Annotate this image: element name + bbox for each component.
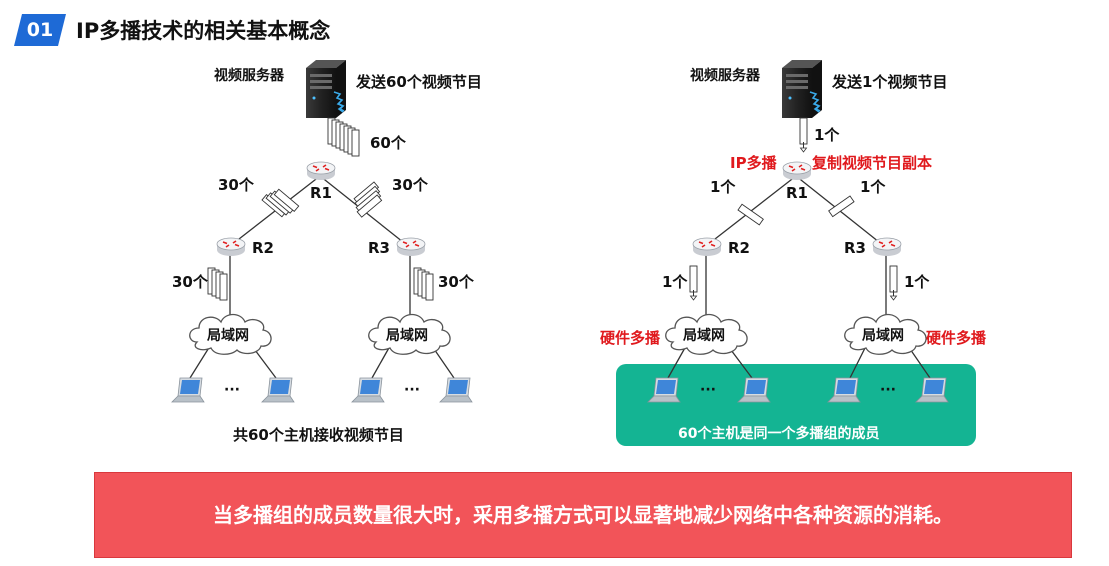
lan-label: 局域网 xyxy=(207,327,249,344)
router-r3-icon xyxy=(396,237,426,257)
ellipsis: ··· xyxy=(404,382,420,398)
packet-r2-down xyxy=(689,265,698,301)
packet-stack-r3-down xyxy=(413,267,434,301)
laptop-icon xyxy=(261,377,295,403)
server-label: 视频服务器 xyxy=(214,67,285,84)
video-server-icon xyxy=(781,59,823,119)
ellipsis: ··· xyxy=(880,382,896,398)
router-label: R3 xyxy=(368,239,390,257)
page-title: IP多播技术的相关基本概念 xyxy=(76,19,331,43)
count-label: 1个 xyxy=(814,126,840,144)
hardware-multicast-label: 硬件多播 xyxy=(926,329,987,347)
count-label: 30个 xyxy=(438,273,475,291)
multicast-group-box xyxy=(616,364,976,446)
router-label: R2 xyxy=(728,239,750,257)
count-label: 1个 xyxy=(710,178,736,196)
send-label: 发送60个视频节目 xyxy=(355,73,482,91)
server-label: 视频服务器 xyxy=(690,67,761,84)
packet-stack-r1-right xyxy=(353,181,383,218)
packet-r3-down xyxy=(889,265,898,301)
router-r2-icon xyxy=(216,237,246,257)
router-r1-icon xyxy=(306,161,336,181)
packet-r1-right xyxy=(828,195,855,218)
section-number-badge: 01 xyxy=(14,14,66,46)
router-label: R3 xyxy=(844,239,866,257)
video-server-icon xyxy=(305,59,347,119)
packet-r1-left xyxy=(737,203,764,226)
copy-label: 复制视频节目副本 xyxy=(811,154,932,172)
laptop-icon xyxy=(351,377,385,403)
send-label: 发送1个视频节目 xyxy=(831,73,947,91)
packet-server xyxy=(799,117,808,153)
conclusion-banner: 当多播组的成员数量很大时，采用多播方式可以显著地减少网络中各种资源的消耗。 xyxy=(94,472,1072,558)
count-label: 1个 xyxy=(662,273,688,291)
left-topology: 视频服务器 发送60个视频节目 60个 30个 30个 30个 30个 R1 R… xyxy=(171,59,482,444)
lan-label: 局域网 xyxy=(862,327,904,344)
count-label: 30个 xyxy=(218,176,255,194)
left-caption: 共60个主机接收视频节目 xyxy=(233,426,404,444)
hardware-multicast-label: 硬件多播 xyxy=(600,329,661,347)
router-label: R1 xyxy=(310,184,332,202)
router-label: R2 xyxy=(252,239,274,257)
packet-stack-server xyxy=(327,117,360,157)
router-r2-icon xyxy=(692,237,722,257)
group-caption: 60个主机是同一个多播组的成员 xyxy=(678,425,879,442)
count-label: 60个 xyxy=(370,134,407,152)
lan-label: 局域网 xyxy=(683,327,725,344)
packet-stack-r2-down xyxy=(207,267,228,301)
packet-stack-r1-left xyxy=(261,188,300,218)
router-r1-icon xyxy=(782,161,812,181)
laptop-icon xyxy=(439,377,473,403)
ellipsis: ··· xyxy=(224,382,240,398)
section-number: 01 xyxy=(26,19,54,41)
laptop-icon xyxy=(171,377,205,403)
count-label: 30个 xyxy=(172,273,209,291)
right-topology: 视频服务器 发送1个视频节目 1个 1个 1个 1个 1个 IP多播 复制视频节… xyxy=(600,59,987,446)
ellipsis: ··· xyxy=(700,382,716,398)
router-label: R1 xyxy=(786,184,808,202)
router-r3-icon xyxy=(872,237,902,257)
count-label: 30个 xyxy=(392,176,429,194)
multicast-diagram: 视频服务器 发送60个视频节目 60个 30个 30个 30个 30个 R1 R… xyxy=(171,59,987,446)
ip-multicast-label: IP多播 xyxy=(730,154,778,172)
lan-label: 局域网 xyxy=(386,327,428,344)
conclusion-text: 当多播组的成员数量很大时，采用多播方式可以显著地减少网络中各种资源的消耗。 xyxy=(213,503,953,527)
count-label: 1个 xyxy=(904,273,930,291)
count-label: 1个 xyxy=(860,178,886,196)
